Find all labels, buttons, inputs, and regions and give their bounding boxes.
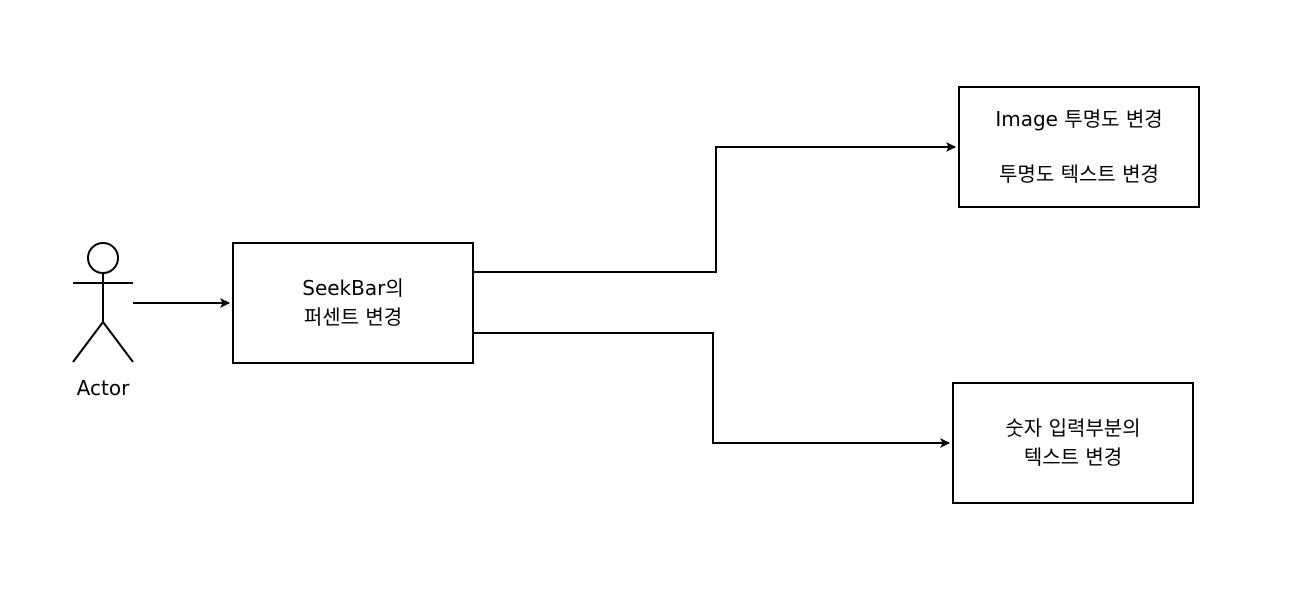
number-box-line2: 텍스트 변경: [1023, 445, 1123, 469]
number-box-line1: 숫자 입력부분의: [1005, 416, 1141, 440]
seekbar-box-line2: 퍼센트 변경: [303, 305, 403, 329]
arrow-seekbar-to-number: [474, 332, 950, 448]
actor-label: Actor: [76, 376, 130, 400]
image-box-line1: Image 투명도 변경: [995, 107, 1163, 131]
number-input-box[interactable]: 숫자 입력부분의 텍스트 변경: [952, 382, 1194, 504]
seekbar-box-line1: SeekBar의: [302, 276, 404, 300]
actor-right-leg: [102, 321, 134, 363]
actor-left-leg: [72, 321, 104, 363]
seekbar-percent-box[interactable]: SeekBar의 퍼센트 변경: [232, 242, 474, 364]
arrow-seekbar-to-image: [474, 142, 956, 273]
actor-icon: [72, 242, 134, 363]
image-opacity-box[interactable]: Image 투명도 변경 투명도 텍스트 변경: [958, 86, 1200, 208]
actor-head: [87, 242, 119, 274]
image-box-line2: 투명도 텍스트 변경: [999, 162, 1159, 186]
